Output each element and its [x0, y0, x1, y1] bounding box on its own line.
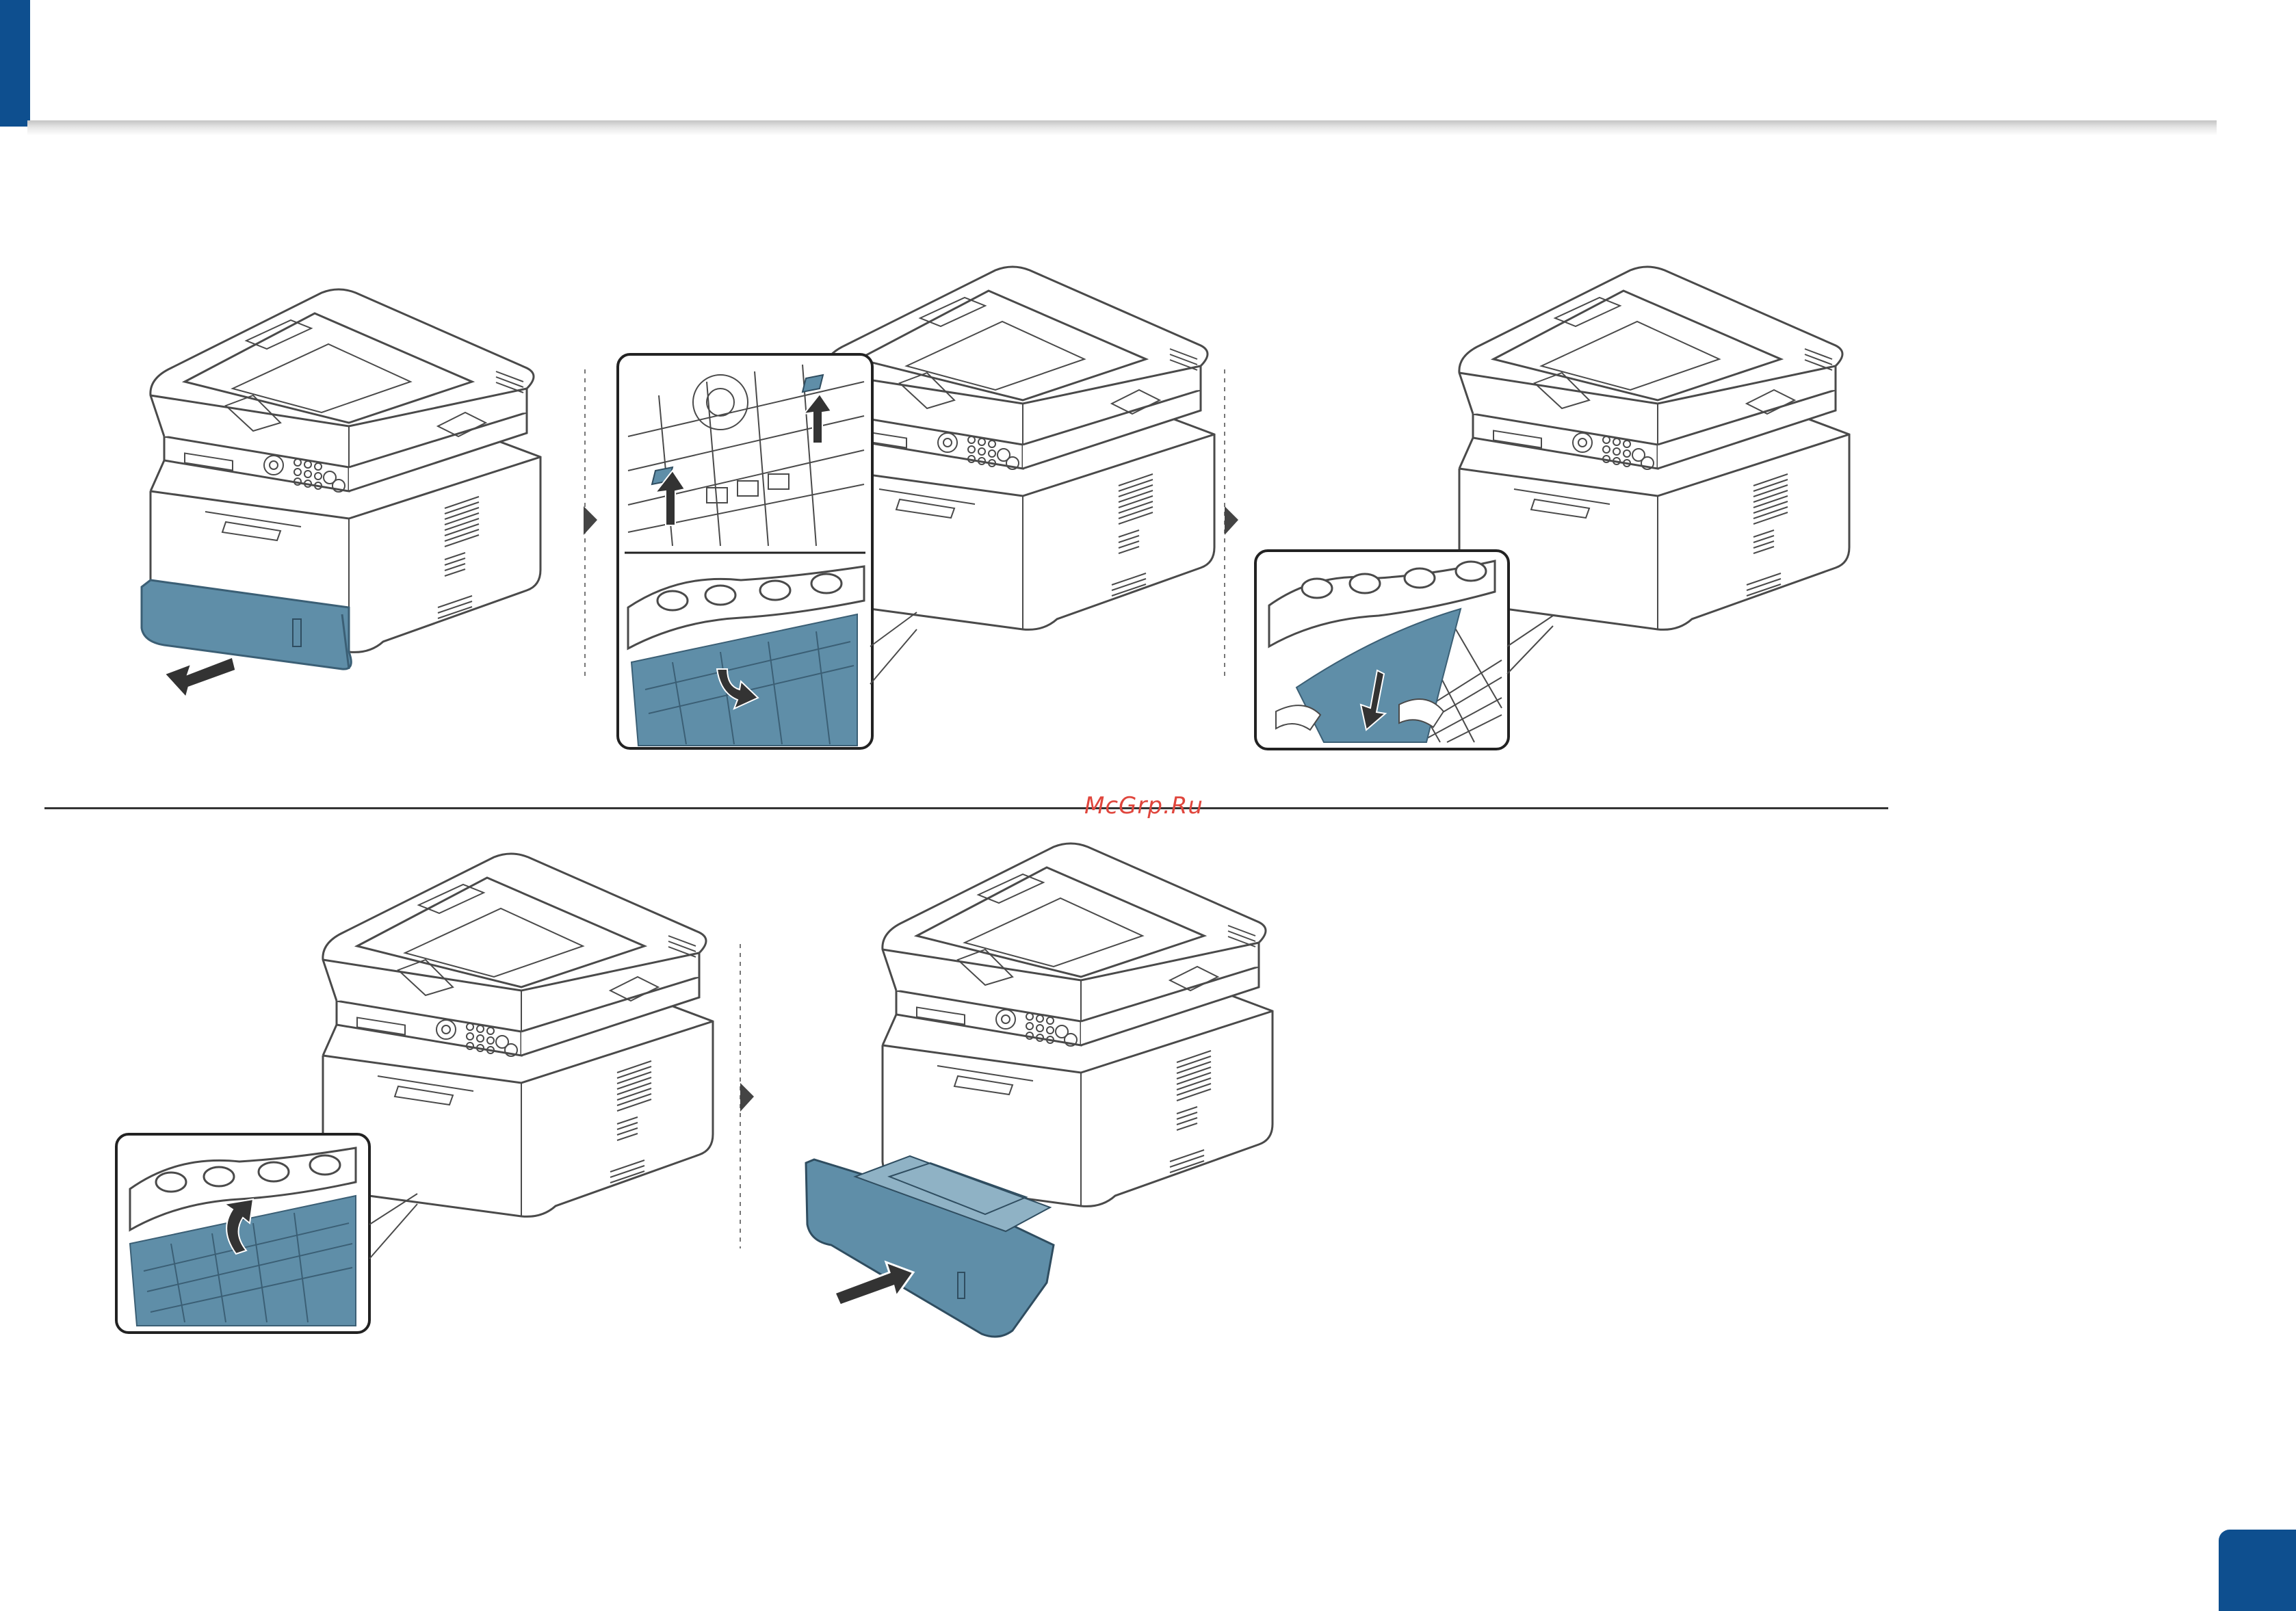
step-chevron-icon — [584, 506, 597, 535]
pull-arrow-icon — [164, 657, 236, 698]
step-chevron-icon — [1225, 506, 1238, 535]
section-divider — [44, 807, 1888, 809]
step-chevron-icon — [740, 1083, 754, 1112]
step3-inset — [1255, 551, 1509, 749]
page-number-badge — [2219, 1530, 2296, 1611]
step3-printer — [1459, 267, 1849, 629]
watermark-text: McGrp.Ru — [1084, 792, 1203, 820]
step4-printer — [323, 854, 713, 1216]
step4-inset — [116, 1134, 369, 1333]
step2-insets — [618, 354, 872, 748]
step1-printer — [142, 289, 540, 669]
step5-printer — [883, 843, 1273, 1206]
step2-printer — [824, 267, 1214, 629]
